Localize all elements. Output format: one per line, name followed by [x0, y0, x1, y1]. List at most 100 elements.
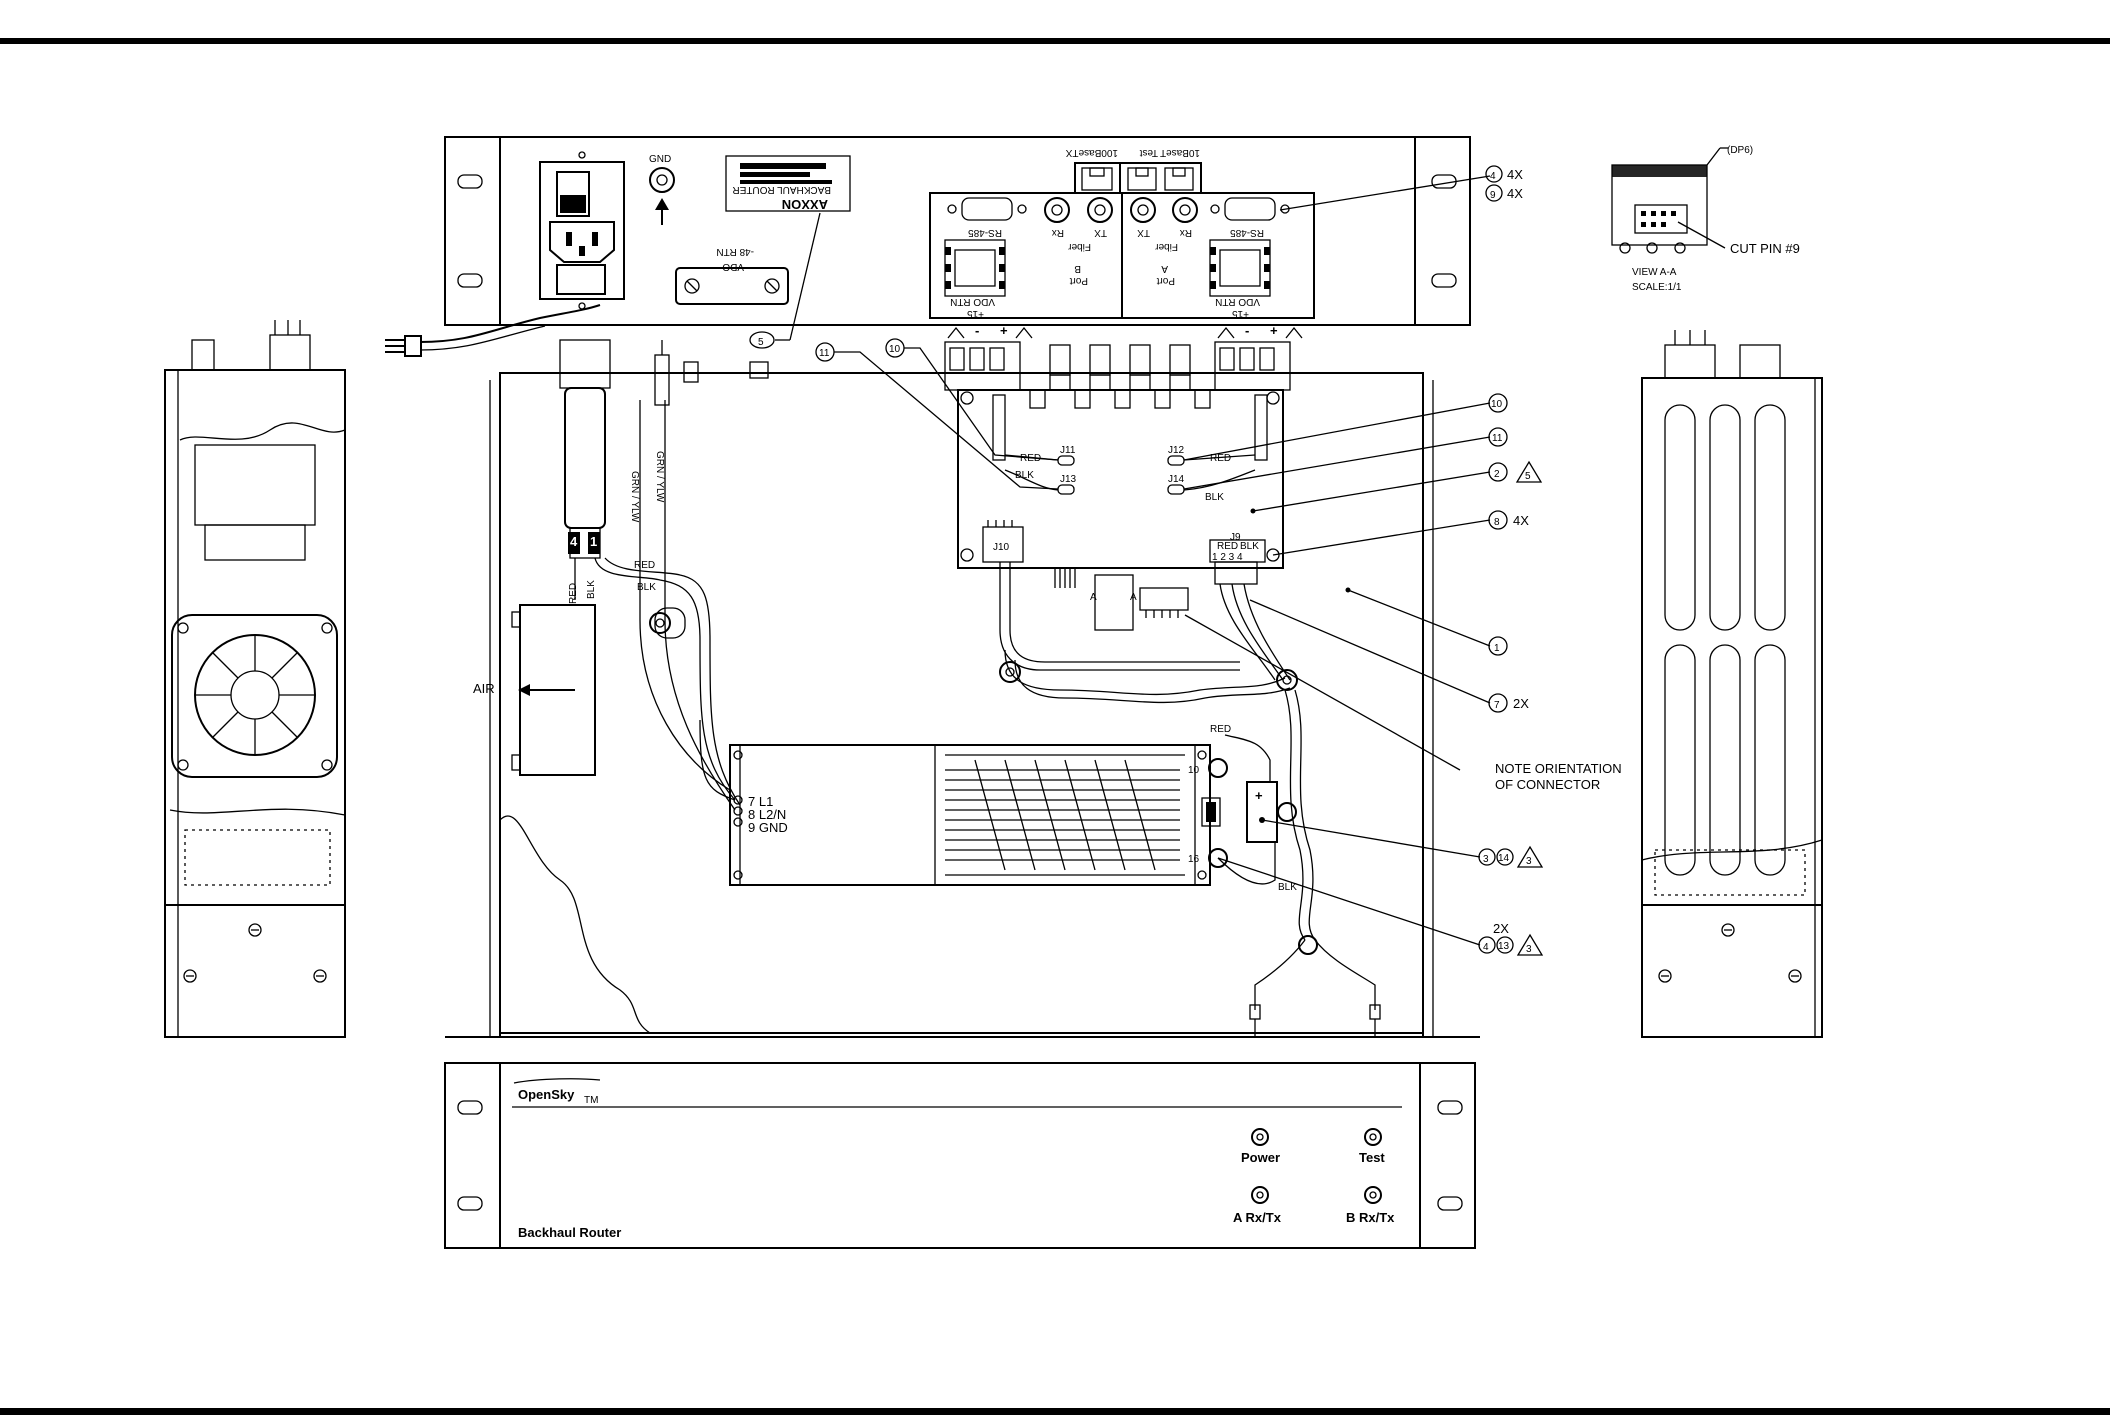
power-supply: 7 L1 8 L2/N 9 GND 10 16 + RED BLK: [729, 724, 1297, 893]
svg-text:J11: J11: [1060, 445, 1076, 456]
vdo-label: VDO: [722, 261, 744, 272]
svg-text:10: 10: [1491, 399, 1503, 410]
svg-text:5: 5: [1525, 471, 1531, 482]
svg-text:11: 11: [819, 348, 830, 359]
svg-text:OF CONNECTOR: OF CONNECTOR: [1495, 777, 1600, 792]
svg-text:1 2 3 4: 1 2 3 4: [1212, 552, 1243, 563]
svg-text:3: 3: [1483, 854, 1489, 865]
rear-mount-slot-left-top: [457, 174, 483, 189]
svg-text:11: 11: [1492, 433, 1503, 444]
wire-clip-right: [1276, 669, 1298, 691]
ethernet-test-port[interactable]: [1164, 167, 1194, 191]
svg-text:BLK: BLK: [586, 580, 597, 599]
svg-text:RED: RED: [1210, 724, 1231, 735]
svg-text:1: 1: [1494, 643, 1500, 654]
svg-text:VDO RTN: VDO RTN: [1215, 296, 1260, 307]
svg-text:7 L1: 7 L1: [748, 794, 773, 809]
callout-1: 1: [1345, 587, 1508, 656]
svg-text:7: 7: [1494, 700, 1500, 711]
svg-text:Port: Port: [1156, 275, 1175, 286]
ethernet-100basetx-port[interactable]: [1081, 167, 1113, 191]
svg-text:2X: 2X: [1493, 921, 1509, 936]
callout-2: 2 5: [1250, 460, 1543, 514]
port-a-tx-fiber-connector[interactable]: [1130, 197, 1156, 223]
front-mount-slot-right-top: [1437, 1100, 1463, 1115]
svg-text:3: 3: [1526, 856, 1532, 867]
svg-text:Fiber: Fiber: [1155, 241, 1178, 252]
bottom-border-rule: [0, 1408, 2110, 1415]
svg-text:J9: J9: [1230, 532, 1241, 543]
svg-text:RED: RED: [568, 583, 579, 604]
svg-text:10: 10: [889, 344, 901, 355]
front-panel: OpenSky TM Power Test A Rx/Tx B Rx/Tx Ba…: [444, 1062, 1476, 1249]
svg-text:4X: 4X: [1513, 513, 1529, 528]
svg-text:-: -: [975, 323, 979, 338]
svg-text:J13: J13: [1060, 474, 1077, 485]
svg-text:J14: J14: [1168, 474, 1185, 485]
svg-text:BLK: BLK: [1278, 882, 1297, 893]
product-label: BACKHAUL ROUTER AXXON: [725, 155, 851, 212]
port-b-module: RS-485 Rx TX Fiber Port B VDO RTN +15: [929, 192, 1123, 319]
svg-text:8: 8: [1494, 517, 1500, 528]
svg-text:+: +: [1000, 323, 1008, 338]
svg-text:Fiber: Fiber: [1068, 241, 1091, 252]
test-led-icon: [1364, 1128, 1382, 1146]
svg-text:J10: J10: [993, 542, 1010, 553]
svg-text:B: B: [1074, 263, 1081, 274]
port-a-module: TX Rx RS-485 Fiber Port A VDO RTN +15: [1121, 192, 1315, 319]
right-side-view: [1641, 330, 1823, 1038]
svg-text:-: -: [1245, 323, 1249, 338]
svg-text:CUT PIN #9: CUT PIN #9: [1730, 241, 1800, 256]
svg-text:14: 14: [1498, 853, 1510, 864]
port-b-rx-fiber-connector[interactable]: [1044, 197, 1070, 223]
callout-4-13: 2X 4 13 3: [1217, 857, 1544, 956]
power-led-icon: [1251, 1128, 1269, 1146]
svg-text:+: +: [1270, 323, 1278, 338]
svg-text:BACKHAUL ROUTER: BACKHAUL ROUTER: [732, 184, 831, 195]
svg-text:2: 2: [1494, 469, 1500, 480]
ethernet-port-block: 100BaseTX Test 10BaseT: [1065, 147, 1202, 194]
callout-3-14: 3 14 3: [1261, 819, 1544, 868]
b-rxtx-led-icon: [1364, 1186, 1382, 1204]
svg-text:BLK: BLK: [1015, 470, 1034, 481]
port-b-power-terminal: [944, 239, 1006, 297]
svg-text:+15: +15: [967, 308, 984, 319]
port-b-rs485-connector[interactable]: [961, 197, 1013, 221]
svg-text:9: 9: [1490, 190, 1496, 201]
gnd-stud-icon: [649, 167, 675, 193]
air-label: AIR: [473, 681, 495, 696]
port-a-rs485-connector[interactable]: [1224, 197, 1276, 221]
svg-text:RS-485: RS-485: [968, 227, 1002, 238]
view-a-a: (DP6) CUT PIN #9 VIEW A-A SCALE:1/1: [1611, 145, 1800, 293]
power-led-label: Power: [1241, 1150, 1280, 1165]
power-entry-module: [539, 151, 625, 310]
svg-text:+15: +15: [1232, 308, 1249, 319]
port-a-power-terminal: [1209, 239, 1271, 297]
callout-10-top: 10: [885, 338, 1059, 461]
gnd-label: GND: [649, 154, 671, 165]
left-side-view: [164, 320, 346, 1038]
callout-5: 5: [749, 212, 821, 349]
wire-clip-left: [649, 612, 671, 634]
svg-text:100BaseTX: 100BaseTX: [1065, 147, 1118, 158]
svg-text:Rx: Rx: [1052, 227, 1064, 238]
power-entry-top: 4 1: [559, 339, 611, 559]
svg-text:A: A: [1161, 263, 1168, 274]
svg-text:2X: 2X: [1513, 696, 1529, 711]
port-a-rx-fiber-connector[interactable]: [1172, 197, 1198, 223]
ethernet-10baset-port[interactable]: [1127, 167, 1157, 191]
front-mount-slot-left-top: [457, 1100, 483, 1115]
cutaway-corner: [499, 815, 653, 1034]
vdo-terminal-block: [675, 267, 789, 305]
svg-text:NOTE ORIENTATION: NOTE ORIENTATION: [1495, 761, 1622, 776]
front-mount-slot-right-bottom: [1437, 1196, 1463, 1211]
front-brand-logo: OpenSky: [518, 1087, 575, 1102]
svg-text:TX: TX: [1137, 227, 1150, 238]
svg-text:RED: RED: [1217, 541, 1238, 552]
port-b-tx-fiber-connector[interactable]: [1087, 197, 1113, 223]
svg-text:TM: TM: [584, 1095, 598, 1106]
vdo-48-label: -48 RTN: [716, 246, 754, 257]
svg-text:J12: J12: [1168, 445, 1185, 456]
callout-11-top: 11: [815, 342, 1059, 490]
svg-text:TX: TX: [1094, 227, 1107, 238]
